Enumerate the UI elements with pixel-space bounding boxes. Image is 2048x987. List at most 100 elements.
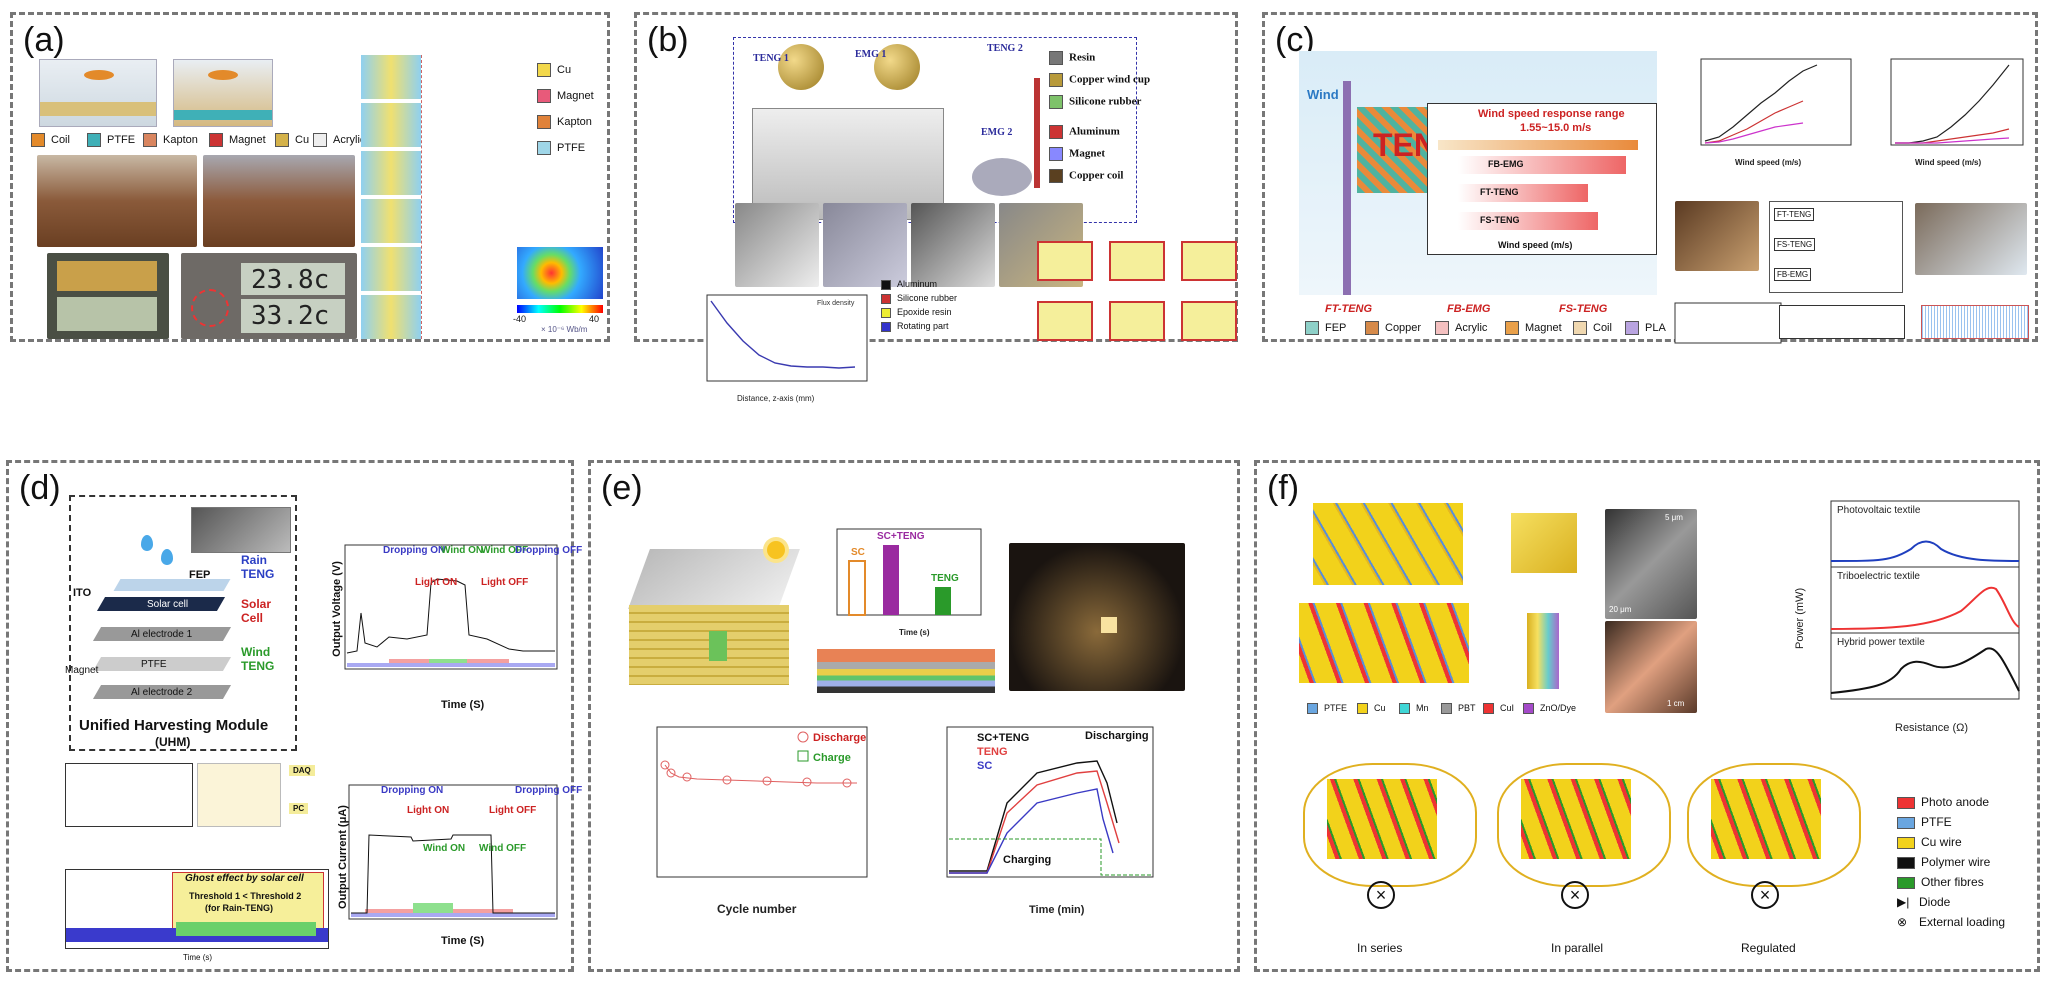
panel-label: (b) [647, 21, 689, 59]
sun-icon [767, 541, 785, 559]
group-rain: Rain TENG [241, 553, 275, 581]
side-legend-cu: Cu [537, 63, 571, 77]
bar-label-ft-teng: FT-TENG [1480, 187, 1519, 197]
vc-teng [949, 770, 1120, 874]
vc-legend-1: SC+TENG [977, 732, 1029, 744]
side-legend-magnet: Magnet [537, 89, 594, 103]
power-ylabel: Power (mW) [1794, 588, 1806, 649]
current-xlabel: Wind speed (m/s) [1735, 158, 1801, 167]
display-reading-1: 23.8c [251, 265, 330, 295]
ghost-xlabel: Time (s) [183, 953, 213, 962]
f-legend-diode: ▶|Diode [1897, 895, 1951, 909]
current-trace [351, 834, 555, 914]
circuit-fs: FS-TENG [1774, 238, 1816, 251]
range-arrow [1438, 140, 1638, 150]
flux-density-chart: Flux density Distance, z-axis (mm) [706, 294, 868, 403]
sem-image: 5 μm 20 μm [1605, 509, 1697, 619]
series-fb-emg [1704, 64, 1818, 142]
legend-ptfe: PTFE [87, 133, 135, 147]
cap-legend-charge: Charge [813, 752, 851, 764]
fmat-mn: Mn [1399, 703, 1429, 715]
f-legend-polymer: Polymer wire [1897, 855, 1990, 869]
label-series: In series [1357, 941, 1403, 955]
f-legend-ptfe: PTFE [1897, 815, 1952, 829]
flux-legend: Flux density [817, 300, 855, 307]
module-short: (UHM) [155, 735, 191, 749]
sc-teng-pulse [883, 545, 899, 615]
long-voltage-chart [1921, 305, 2029, 339]
c-event-light-on: Light ON [407, 805, 450, 816]
wiring-diagram [197, 763, 281, 827]
panel-f: (f) 5 μm 20 μm 1 cm PTFE Cu Mn PBT CuI Z… [1254, 460, 2040, 972]
simulation-frames [361, 55, 521, 339]
vc-sc-teng [949, 760, 1118, 872]
house-model [619, 549, 801, 689]
fmat-ptfe: PTFE [1307, 703, 1347, 715]
v-event-dropping-on: Dropping ON [383, 545, 446, 556]
device-label-ft: FT-TENG [1325, 303, 1373, 315]
config-series: × [1303, 763, 1477, 913]
mechanism-stage-3 [1181, 241, 1237, 281]
voltage-trace [346, 578, 555, 654]
fmat-cu: Cu [1357, 703, 1386, 715]
colorbar [517, 305, 603, 313]
c-event-dropping-off: Dropping OFF [515, 785, 583, 796]
power-series-3 [1895, 137, 2010, 144]
label-regulated: Regulated [1741, 941, 1796, 955]
power-xlabel: Resistance (Ω) [1895, 722, 1968, 734]
module-title: Unified Harvesting Module [79, 717, 269, 734]
f-legend-cu-wire: Cu wire [1897, 835, 1962, 849]
f-legend-other: Other fibres [1897, 875, 1984, 889]
panel-label: (a) [23, 21, 65, 59]
thermo-photo [1675, 201, 1759, 271]
group-solar: Solar Cell [241, 597, 272, 625]
device-photo-1 [37, 155, 197, 247]
panel-a: (a) Coil PTFE Kapton Magnet Cu Acrylic 2… [10, 12, 610, 342]
config-parallel: × [1497, 763, 1671, 913]
mech-legend-aluminum: Aluminum [881, 279, 937, 290]
layer-al1: Al electrode 1 [131, 629, 193, 640]
series-fs-teng [1704, 122, 1804, 144]
v-event-light-on: Light ON [415, 577, 458, 588]
legend-coil: Coil [31, 133, 70, 147]
fiber-closeup-2 [1527, 613, 1559, 689]
triboelectric-curve [1830, 586, 2020, 630]
device-sketch-2 [173, 59, 273, 127]
photo-2 [823, 203, 907, 287]
panel-label: (e) [601, 469, 643, 507]
vc-current [949, 838, 1151, 876]
mat-coil: Coil [1573, 321, 1612, 335]
panel-c: (c) Wind TENG Wind speed response range … [1262, 12, 2038, 344]
voltage-chart [1674, 302, 1782, 344]
field-map [517, 247, 603, 299]
colorbar-max: 40 [589, 314, 600, 324]
vc-discharging: Discharging [1085, 730, 1149, 742]
panel-e: (e) SC SC+TENG TENG Time (s) Discharge [588, 460, 1240, 972]
sc-pulse [848, 560, 866, 616]
c-event-dropping-on: Dropping ON [381, 785, 444, 796]
load-icon: ⊗ [1897, 915, 1908, 929]
device-label-fb: FB-EMG [1447, 303, 1491, 315]
title-hybrid: Hybrid power textile [1837, 637, 1925, 648]
f-legend-loading: ⊗External loading [1897, 915, 2006, 929]
callout-teng2: TENG 2 [987, 43, 1023, 54]
ghost-title: Ghost effect by solar cell [185, 873, 304, 884]
device-sketch-1 [39, 59, 157, 127]
c-event-light-off: Light OFF [489, 805, 537, 816]
teng-pulse [935, 587, 951, 615]
layer-ito: ITO [73, 587, 92, 599]
mat-pla: PLA [1625, 321, 1666, 335]
panel-label: (f) [1267, 469, 1300, 507]
v-event-dropping-off: Dropping OFF [515, 545, 583, 556]
side-legend-ptfe: PTFE [537, 141, 585, 155]
charge-discharge-chart: SC+TENG TENG SC Discharging Charging Tim… [946, 726, 1154, 916]
inset-sc: SC [851, 547, 865, 558]
mat-copper: Copper [1365, 321, 1421, 335]
device-label-fs: FS-TENG [1559, 303, 1608, 315]
group-wind: Wind TENG [241, 645, 275, 673]
mechanism-stage-2 [1109, 241, 1165, 281]
daq-diagram: DAQ PC [285, 763, 331, 843]
device-photo-2 [203, 155, 355, 247]
display-reading-2: 33.2c [251, 301, 330, 331]
fiber-closeup-1 [1511, 513, 1577, 573]
